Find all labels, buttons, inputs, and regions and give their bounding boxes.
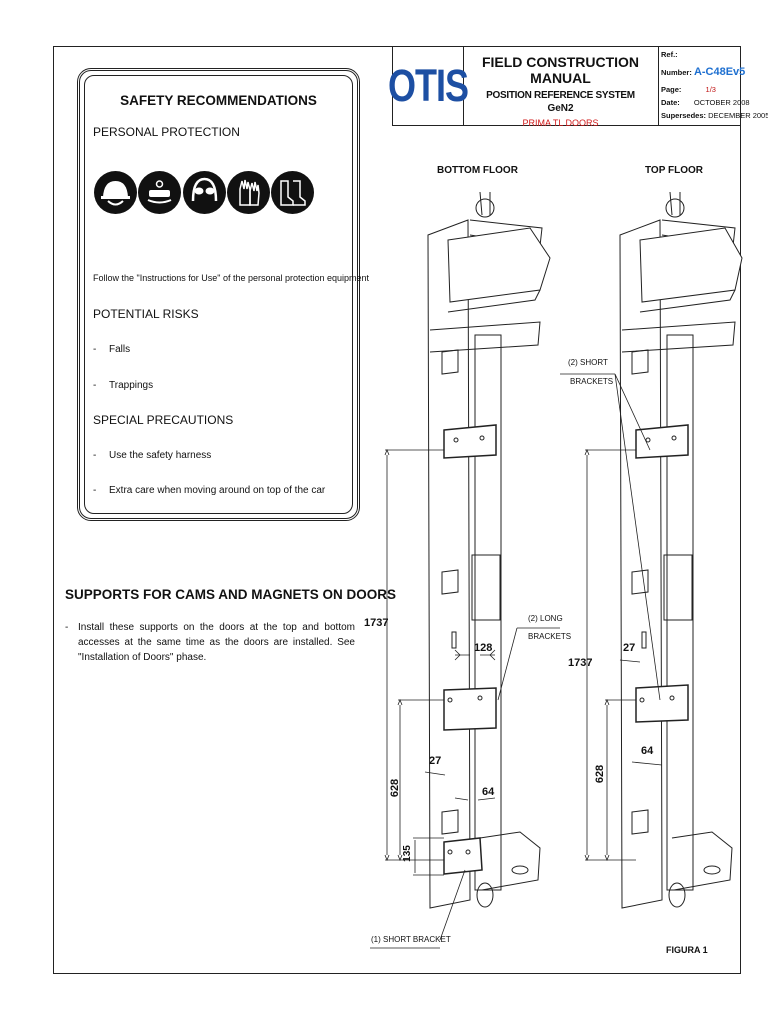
risk-item-trappings: -Trappings (93, 380, 154, 391)
dimension-628-right: 628 (594, 764, 607, 784)
safety-box-inner-border (84, 75, 353, 514)
harness-icon (138, 171, 181, 214)
supports-section-body: - Install these supports on the doors at… (65, 622, 355, 663)
short-bracket-1-label: (1) SHORT BRACKET (371, 935, 451, 944)
date-label: Date: (661, 98, 680, 107)
dimension-1737-left: 1737 (364, 617, 389, 629)
document-header: OTIS FIELD CONSTRUCTION MANUAL POSITION … (388, 46, 768, 128)
dimension-628-left: 628 (389, 778, 402, 798)
model-name: GeN2 (547, 103, 574, 114)
risk-item-falls: -Falls (93, 344, 131, 355)
figure-caption: FIGURA 1 (666, 945, 708, 955)
dimension-1737-right: 1737 (568, 657, 593, 669)
top-floor-label: TOP FLOOR (645, 165, 703, 176)
dimension-27-left: 27 (429, 755, 442, 767)
long-brackets-2-label: (2) LONG (528, 614, 563, 623)
page-label: Page: (661, 85, 682, 94)
page-value: 1/3 (705, 85, 716, 94)
supersedes-value: DECEMBER 2005 (708, 111, 768, 120)
top-floor-assembly (619, 191, 743, 909)
bottom-floor-label: BOTTOM FLOOR (437, 165, 518, 176)
dimension-135-left: 135 (401, 845, 413, 862)
otis-logo: OTIS (388, 46, 469, 125)
header-reference-block: Ref.: Number: A-C48Ev5 Page: 1/3 Date: O… (658, 46, 768, 125)
header-title-block: FIELD CONSTRUCTION MANUAL POSITION REFER… (463, 46, 659, 128)
precaution-item-extra-care: -Extra care when moving around on top of… (93, 485, 326, 496)
safety-title: SAFETY RECOMMENDATIONS (120, 93, 317, 108)
potential-risks-heading: POTENTIAL RISKS (93, 307, 199, 321)
page-frame (53, 46, 741, 974)
bottom-floor-assembly (427, 191, 551, 909)
boots-icon (271, 171, 314, 214)
supports-section-title: SUPPORTS FOR CAMS AND MAGNETS ON DOORS (65, 587, 397, 602)
long-brackets-2-label-line2: BRACKETS (528, 632, 572, 641)
ref-label: Ref.: (661, 50, 678, 59)
top-floor-dimensions (560, 373, 663, 862)
dimension-64-left: 64 (482, 786, 495, 798)
manual-subtitle: POSITION REFERENCE SYSTEM (486, 90, 635, 101)
personal-protection-heading: PERSONAL PROTECTION (93, 125, 240, 139)
dimension-128-left: 128 (474, 642, 493, 654)
gloves-icon (227, 171, 270, 214)
special-precautions-heading: SPECIAL PRECAUTIONS (93, 413, 234, 427)
short-brackets-2-label-line2: BRACKETS (570, 377, 614, 386)
precaution-item-harness: -Use the safety harness (93, 450, 212, 461)
number-label: Number: (661, 68, 692, 77)
bottom-floor-dimensions (370, 448, 560, 949)
dimension-64-right: 64 (641, 745, 654, 757)
short-brackets-2-label: (2) SHORT (568, 358, 608, 367)
number-value: A-C48Ev5 (693, 66, 746, 78)
dimension-27-right: 27 (623, 642, 636, 654)
manual-title: FIELD CONSTRUCTION MANUAL (481, 54, 640, 86)
date-value: OCTOBER 2008 (693, 98, 750, 107)
product-name: PRIMA TL DOORS (522, 118, 599, 128)
helmet-icon (94, 171, 137, 214)
goggles-icon (183, 171, 226, 214)
ppe-instructions: Follow the "Instructions for Use" of the… (93, 273, 370, 283)
supersedes-label: Supersedes: (661, 111, 707, 120)
safety-recommendations-box: SAFETY RECOMMENDATIONS PERSONAL PROTECTI… (77, 68, 369, 521)
